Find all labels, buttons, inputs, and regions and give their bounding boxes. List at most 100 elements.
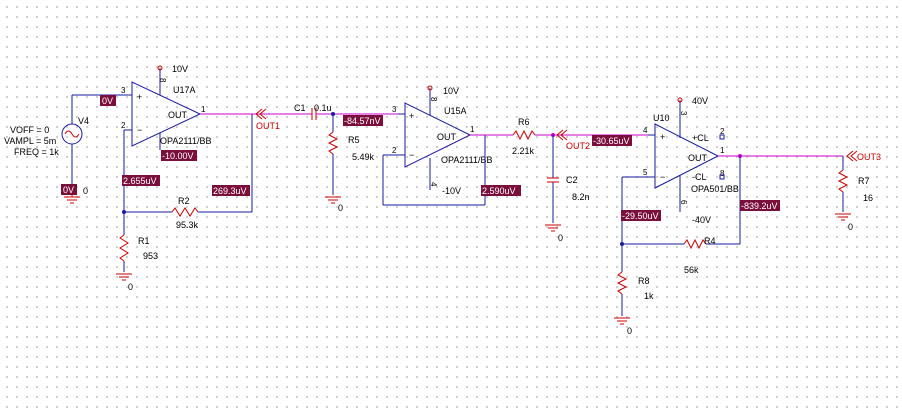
- voltage-marker-u17-out[interactable]: 269.3uV: [212, 185, 250, 196]
- voltage-marker-u17-inn[interactable]: 2.655uV: [122, 175, 160, 186]
- voltage-marker-src-plus[interactable]: 0V: [100, 95, 116, 106]
- source-param-voff: VOFF = 0: [10, 125, 49, 135]
- ground-symbol: [545, 224, 561, 232]
- u10-cl-neg: -CL: [692, 172, 707, 182]
- resistor-r7[interactable]: [837, 169, 849, 193]
- svg-text:−: −: [660, 172, 665, 182]
- svg-text:−: −: [137, 125, 142, 135]
- resistor-r1[interactable]: [119, 234, 129, 262]
- svg-text:-29.50uV: -29.50uV: [622, 211, 659, 221]
- svg-text:0: 0: [338, 203, 343, 213]
- svg-text:3: 3: [679, 111, 688, 116]
- c1-ref: C1: [294, 103, 306, 113]
- voltage-marker-u15-in[interactable]: -84.57nV: [343, 115, 383, 126]
- ground-symbol: [835, 213, 851, 221]
- net-label-out3: OUT3: [857, 152, 881, 162]
- r4-value: 56k: [684, 265, 699, 275]
- svg-text:+: +: [660, 132, 665, 142]
- capacitor-c2[interactable]: [547, 177, 559, 183]
- svg-text:8: 8: [720, 169, 725, 178]
- voltage-marker-src-minus[interactable]: 0V: [61, 184, 77, 195]
- source-param-freq: FREQ = 1k: [14, 147, 59, 157]
- resistor-r5[interactable]: [327, 131, 339, 155]
- svg-text:+: +: [137, 92, 142, 102]
- c2-value: 8.2n: [572, 192, 590, 202]
- source-ref: V4: [78, 116, 89, 126]
- u17a-model: OPA2111/BB: [160, 136, 212, 146]
- r5-ref: R5: [348, 135, 360, 145]
- svg-text:-30.65uV: -30.65uV: [593, 136, 630, 146]
- svg-text:2.590uV: 2.590uV: [482, 186, 516, 196]
- svg-text:0: 0: [627, 326, 632, 336]
- voltage-source-v4[interactable]: [61, 123, 83, 145]
- svg-text:0: 0: [558, 233, 563, 243]
- u15a-model: OPA2111/BB: [441, 155, 493, 165]
- svg-text:0: 0: [848, 222, 853, 232]
- resistor-r4[interactable]: [683, 238, 707, 250]
- svg-text:4: 4: [429, 182, 438, 187]
- svg-text:−: −: [409, 150, 414, 160]
- voltage-marker-u15-out[interactable]: 2.590uV: [481, 185, 521, 196]
- u10-supply-pos: 40V: [692, 96, 708, 106]
- svg-text:5: 5: [643, 168, 648, 177]
- svg-text:-84.57nV: -84.57nV: [344, 116, 381, 126]
- svg-text:1: 1: [201, 105, 206, 114]
- u15a-out-label: OUT: [437, 132, 457, 142]
- net-label-out2: OUT2: [566, 141, 590, 151]
- svg-text:4: 4: [643, 126, 648, 135]
- voltage-marker-u10-fb[interactable]: -29.50uV: [621, 210, 661, 221]
- u17a-out-label: OUT: [168, 110, 188, 120]
- ground-label: 0: [83, 186, 88, 196]
- ground-symbol: [325, 196, 341, 204]
- svg-text:-10.00V: -10.00V: [162, 151, 194, 161]
- ground-symbol: [64, 195, 80, 204]
- r7-ref: R7: [858, 176, 870, 186]
- resistor-r2[interactable]: [171, 207, 199, 217]
- u10-cl-pos: +CL: [692, 133, 709, 143]
- u10-supply-neg: -40V: [692, 215, 711, 225]
- voltage-marker-u17-neg[interactable]: -10.00V: [161, 150, 197, 161]
- r4-ref: R4: [704, 236, 716, 246]
- svg-text:8: 8: [158, 78, 167, 83]
- voltage-marker-u10-in[interactable]: -30.65uV: [592, 135, 632, 146]
- r6-value: 2.21k: [512, 146, 535, 156]
- u10-model: OPA501/BB: [691, 184, 739, 194]
- r1-value: 953: [143, 251, 158, 261]
- resistor-r6[interactable]: [512, 129, 536, 141]
- r2-ref: R2: [178, 196, 190, 206]
- u17a-ref: U17A: [173, 85, 196, 95]
- u15a-supply-neg: -10V: [442, 186, 461, 196]
- ground-symbol: [614, 317, 630, 325]
- svg-text:8: 8: [429, 97, 438, 102]
- net-label-out1: OUT1: [256, 121, 280, 131]
- svg-text:+: +: [409, 111, 414, 121]
- r5-value: 5.49k: [352, 152, 375, 162]
- r8-value: 1k: [644, 291, 654, 301]
- c2-ref: C2: [566, 175, 578, 185]
- r6-ref: R6: [518, 117, 530, 127]
- svg-text:0V: 0V: [63, 185, 74, 195]
- r8-ref: R8: [638, 276, 650, 286]
- svg-text:3: 3: [121, 86, 126, 95]
- svg-text:1: 1: [470, 125, 475, 134]
- opamp-u15a[interactable]: [404, 102, 472, 168]
- opamp-u10[interactable]: [654, 123, 720, 189]
- c1-value: 0.1u: [314, 103, 332, 113]
- u10-ref: U10: [653, 113, 670, 123]
- svg-text:2.655uV: 2.655uV: [123, 176, 157, 186]
- r7-value: 16: [863, 193, 873, 203]
- voltage-marker-u10-out[interactable]: -839.2uV: [740, 200, 780, 211]
- svg-text:269.3uV: 269.3uV: [213, 186, 247, 196]
- opamp-u17a[interactable]: [131, 81, 202, 147]
- svg-text:2: 2: [121, 121, 126, 130]
- svg-text:-839.2uV: -839.2uV: [741, 201, 778, 211]
- source-param-vampl: VAMPL = 5m: [4, 136, 56, 146]
- resistor-r8[interactable]: [616, 271, 628, 295]
- svg-text:3: 3: [392, 105, 397, 114]
- svg-text:2: 2: [720, 127, 725, 136]
- ground-symbol: [116, 273, 132, 281]
- r2-value: 95.3k: [176, 220, 199, 230]
- svg-text:6: 6: [679, 200, 688, 205]
